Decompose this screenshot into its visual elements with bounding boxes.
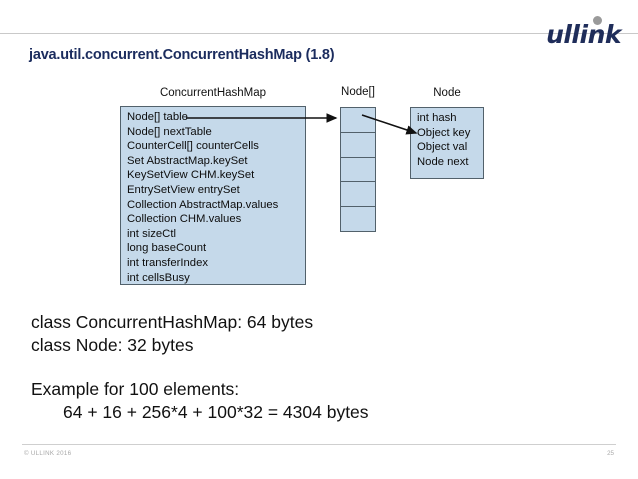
node-array-label: Node[]: [341, 86, 375, 98]
body-line-node-size: class Node: 32 bytes: [31, 334, 194, 355]
node-array-cell: [341, 157, 375, 183]
chm-field: int cellsBusy: [127, 271, 190, 284]
concurrenthashmap-box: Node[] table Node[] nextTable CounterCel…: [120, 106, 306, 285]
diagram-connectors: [186, 113, 418, 135]
page-title: java.util.concurrent.ConcurrentHashMap (…: [29, 47, 335, 63]
logo-dot-icon: [593, 16, 602, 25]
node-array-cell: [341, 108, 375, 133]
chm-field: Collection AbstractMap.values: [127, 198, 279, 211]
chm-field: int sizeCtl: [127, 227, 176, 240]
node-array-cell: [341, 182, 375, 208]
chm-field: int transferIndex: [127, 256, 209, 269]
ullink-logo: ullink: [546, 20, 621, 49]
chm-field: Collection CHM.values: [127, 213, 242, 226]
chm-field: KeySetView CHM.keySet: [127, 169, 255, 182]
body-text: class ConcurrentHashMap: 64 bytes class …: [31, 311, 551, 423]
chm-field: EntrySetView entrySet: [127, 183, 240, 196]
body-line-chm-size: class ConcurrentHashMap: 64 bytes: [31, 312, 314, 332]
node-field: int hash: [417, 112, 457, 124]
footer-divider: [22, 444, 616, 445]
chm-field: Node[] table: [127, 111, 188, 123]
node-field: Object val: [417, 141, 468, 154]
node-array-cell: [341, 132, 375, 158]
footer-copyright: © ULLINK 2016: [24, 450, 72, 457]
node-field: Node next: [417, 155, 469, 168]
header-divider: [0, 33, 638, 34]
class-memory-diagram: ConcurrentHashMap Node[] table Node[] ne…: [120, 86, 484, 285]
footer-page-number: 25: [607, 450, 614, 457]
node-box-label: Node: [433, 87, 461, 99]
chm-field: Node[] nextTable: [127, 125, 212, 138]
body-spacer: [31, 356, 551, 378]
chm-field: CounterCell[] counterCells: [127, 140, 259, 153]
node-box: int hash Object key Object val Node next: [410, 107, 484, 179]
chm-box-label: ConcurrentHashMap: [159, 87, 267, 99]
node-array-box: [340, 107, 376, 232]
node-field-list: int hash Object key Object val Node next: [417, 111, 470, 169]
chm-field-list: Node[] table Node[] nextTable CounterCel…: [127, 110, 278, 285]
example-heading: Example for 100 elements:: [31, 379, 240, 399]
chm-field: Set AbstractMap.keySet: [127, 154, 248, 167]
example-formula: 64 + 16 + 256*4 + 100*32 = 4304 bytes: [63, 401, 369, 422]
chm-field: long baseCount: [127, 242, 207, 255]
node-array-cell: [341, 207, 375, 231]
node-field: Object key: [417, 126, 471, 139]
